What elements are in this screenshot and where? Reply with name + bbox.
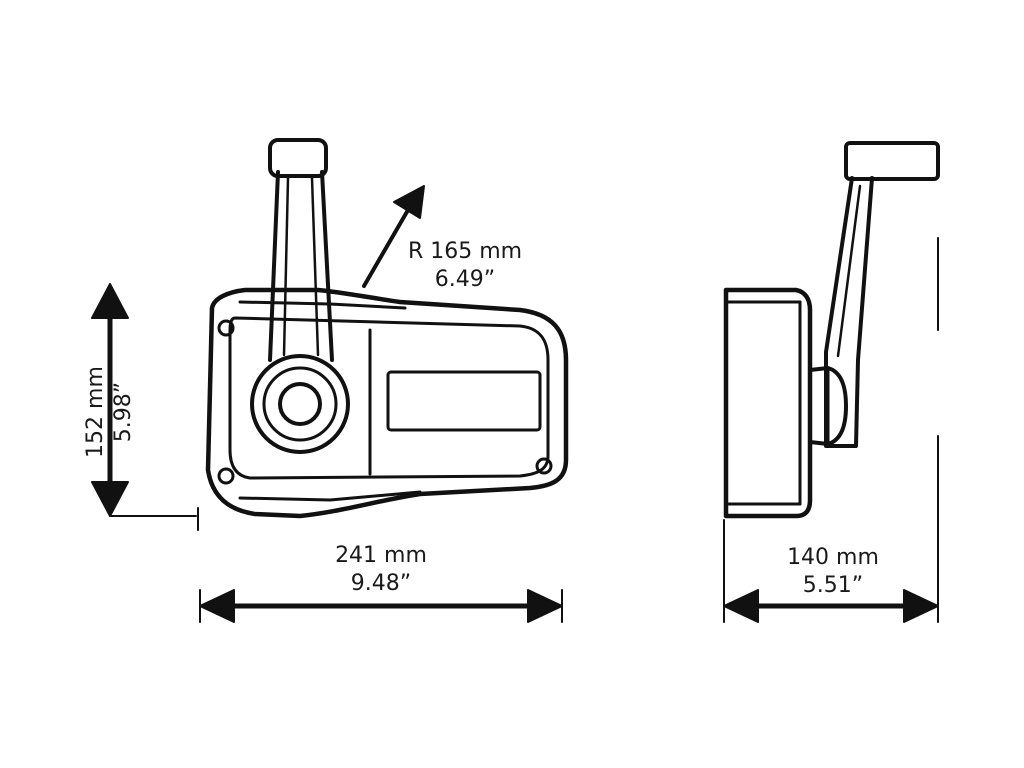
side-width-label: 140 mm 5.51” (768, 544, 898, 600)
height-label: 152 mm 5.98” (82, 352, 138, 472)
front-view (205, 138, 569, 519)
front-hub-middle (262, 366, 338, 442)
front-width-metric: 241 mm (335, 543, 427, 568)
side-lever-arm-inner (836, 184, 862, 358)
front-screw-top-left (217, 319, 235, 337)
front-width-label: 241 mm 9.48” (316, 542, 446, 598)
front-width-imperial: 9.48” (350, 571, 412, 596)
radius-arrow (362, 185, 425, 288)
front-housing-outline (205, 287, 569, 519)
front-screw-bottom-right (535, 457, 553, 475)
radius-label: R 165 mm 6.49” (400, 238, 530, 294)
front-lever-knob (268, 138, 328, 178)
side-housing (723, 287, 813, 519)
front-hub-outer (250, 354, 350, 454)
height-imperial: 5.98” (111, 381, 136, 443)
height-dimension (91, 283, 199, 531)
front-bottom-lip (238, 490, 422, 502)
front-width-dimension (199, 589, 563, 623)
side-width-dimension (723, 237, 939, 623)
front-lever-shaft-inner (282, 176, 320, 357)
front-lever-shaft (268, 170, 334, 362)
side-width-imperial: 5.51” (802, 573, 864, 598)
front-screw-bottom-left (217, 467, 235, 485)
side-width-metric: 140 mm (787, 545, 879, 570)
front-hub-inner (278, 382, 322, 426)
front-top-lip (238, 300, 407, 310)
side-view (723, 141, 940, 519)
side-lever-arm (824, 176, 874, 448)
front-label-window (386, 370, 542, 432)
radius-imperial: 6.49” (434, 267, 496, 292)
side-hub (808, 366, 848, 446)
side-lever-knob (844, 141, 940, 181)
height-metric: 152 mm (83, 366, 108, 458)
radius-metric: R 165 mm (407, 239, 523, 264)
front-inner-panel (228, 316, 550, 480)
